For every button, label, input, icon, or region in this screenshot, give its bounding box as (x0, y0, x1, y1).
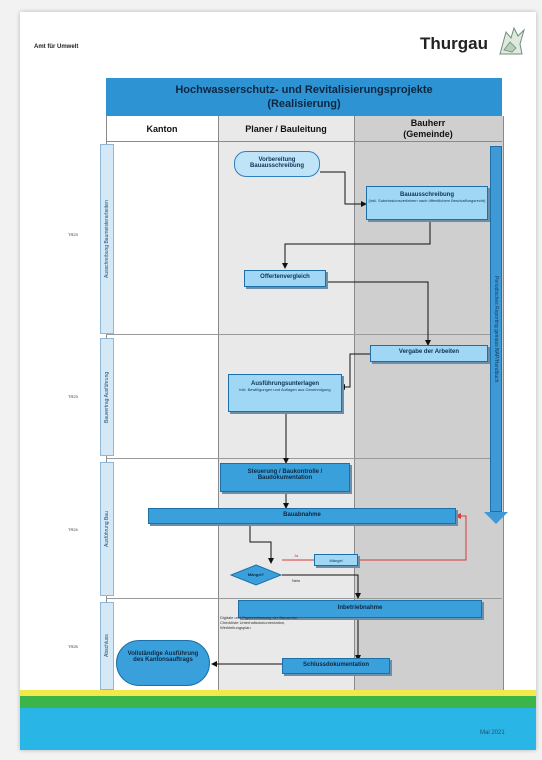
bauausschreibung-node: Bauausschreibung (inkl. Submissionsverfa… (366, 186, 488, 220)
offertenvergleich-node: Offertenvergleich (244, 270, 326, 287)
schlussdokumentation-node: Schlussdokumentation (282, 658, 390, 674)
maengel-node: Mängel (314, 554, 358, 566)
phase-mark: TR23 (68, 232, 78, 237)
nein-label: Nein (292, 578, 301, 583)
phase-ausfuehrung: Ausführung Bau (100, 462, 114, 596)
flow-connectors (211, 171, 467, 667)
column-header-planer: Planer / Bauleitung (218, 116, 354, 142)
reporting-arrow-label: Periodisches Reporting gemäss NAP/Handbu… (493, 275, 499, 383)
row-divider (106, 458, 502, 459)
footer-band-blue (20, 708, 536, 750)
ausfuehrungsunterlagen-node: Ausführungsunterlagen inkl. Bewilligunge… (228, 374, 342, 412)
title-line-1: Hochwasserschutz- und Revitalisierungspr… (175, 84, 433, 96)
ausfuehrung-kanton-node: Vollständige Ausführung des Kantonsauftr… (116, 640, 210, 686)
title-line-2: (Realisierung) (267, 98, 341, 110)
reporting-arrow-head (484, 512, 508, 524)
footer-date: Mai 2021 (480, 730, 505, 736)
row-divider (106, 598, 502, 599)
ja-label: Ja (294, 553, 299, 558)
bauabnahme-node: Bauabnahme (148, 508, 456, 524)
notes-text: Digitale und Papiererfassung der Bauwerk… (220, 615, 299, 630)
vergabe-node: Vergabe der Arbeiten (370, 345, 488, 362)
thurgau-lion-icon (499, 26, 526, 55)
row-divider (106, 334, 502, 335)
reporting-arrow (490, 146, 502, 512)
department-label: Amt für Umwelt (34, 44, 79, 50)
bauherr-label: Bauherr (410, 118, 446, 128)
bauausschreibung-sub: (inkl. Submissionsverfahren nach öffentl… (368, 198, 486, 203)
gemeinde-label: (Gemeinde) (403, 129, 453, 139)
phase-mark: TR24 (68, 527, 78, 532)
bauausschreibung-label: Bauausschreibung (399, 192, 454, 198)
column-header-kanton: Kanton (106, 116, 218, 142)
vorbereitung-node: Vorbereitung Bauausschreibung (234, 151, 320, 177)
phase-bauvertrag: Bauvertrag Ausführung (100, 338, 114, 456)
maengel-decision-diamond (230, 564, 282, 586)
maengel-question: Mängel? (247, 572, 265, 577)
phase-ausschreibung: Ausschreibung Baumeisterarbeiten (100, 144, 114, 334)
column-header-bauherr: Bauherr (Gemeinde) (354, 116, 502, 142)
phase-mark: TR25 (68, 644, 78, 649)
ausfuehrungsunterlagen-label: Ausführungsunterlagen (250, 381, 319, 387)
lane-kanton (106, 116, 219, 694)
ausfuehrungsunterlagen-sub: inkl. Bewilligungen und Auflagen aus Gen… (239, 387, 331, 392)
footer-band-yellow (20, 690, 536, 696)
phase-abschluss: Abschluss (100, 602, 114, 690)
brand-name: Thurgau (420, 34, 488, 53)
flowchart-title: Hochwasserschutz- und Revitalisierungspr… (106, 78, 502, 116)
document-page: Amt für Umwelt Thurgau Hochwasserschutz-… (20, 12, 536, 750)
steuerung-node: Steuerung / Baukontrolle / Baudokumentat… (220, 463, 350, 492)
inbetriebnahme-node: Inbetriebnahme (238, 600, 482, 618)
phase-mark: TR23 (68, 394, 78, 399)
footer-band-green (20, 696, 536, 708)
